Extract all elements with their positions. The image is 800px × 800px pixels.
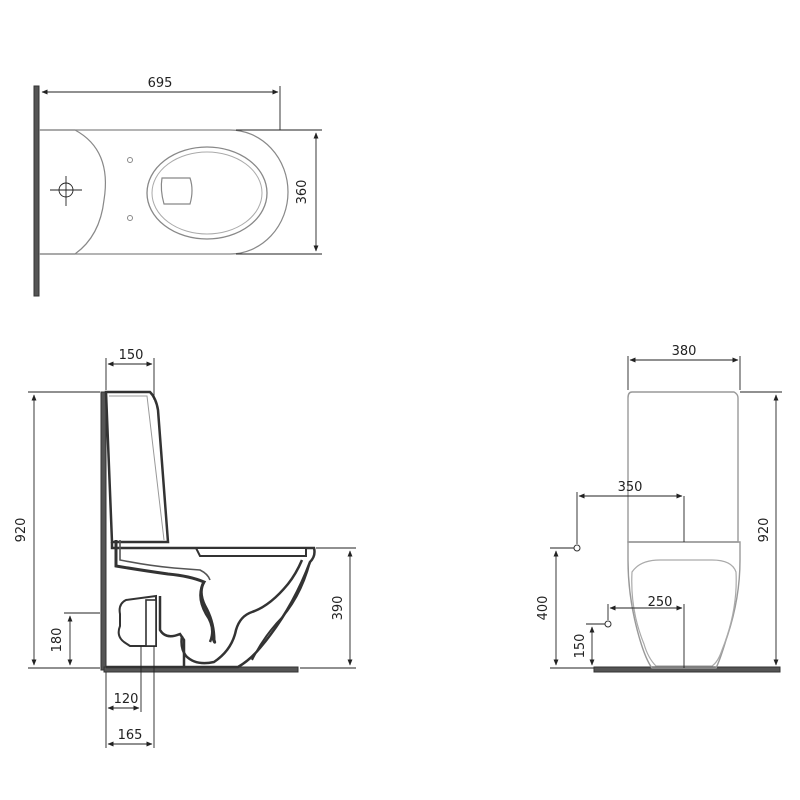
front-floor [593, 666, 781, 673]
side-trap-back [158, 596, 186, 666]
top-view: 695 360 [33, 76, 322, 297]
side-outlet-flange [145, 599, 157, 647]
side-bowl-front [199, 581, 214, 643]
dim-label-side-height: 920 [14, 518, 29, 543]
dim-label-inlet-height: 180 [50, 628, 65, 653]
side-view: 150 920 180 390 120 165 [14, 348, 356, 748]
top-fixing-hole [127, 215, 133, 221]
front-waste-marker [604, 620, 612, 628]
top-inlet-crosshair [50, 176, 82, 206]
front-tank [627, 391, 739, 543]
dim-label-top-length: 695 [148, 76, 173, 91]
dim-label-front-width: 380 [672, 344, 697, 359]
side-channel-inner [119, 540, 211, 581]
dim-label-outlet-165: 165 [118, 728, 143, 743]
front-view: 380 920 350 400 250 150 [536, 344, 782, 673]
side-bowl-shell [106, 542, 316, 669]
dim-label-front-height: 920 [757, 518, 772, 543]
top-bowl-outline [39, 129, 289, 255]
dim-label-outlet-120: 120 [114, 692, 139, 707]
dim-label-rim-height: 390 [331, 596, 346, 621]
dim-label-tank-depth: 150 [119, 348, 144, 363]
front-water-inlet-marker [573, 544, 581, 552]
side-wall [100, 391, 107, 671]
top-fixing-hole [127, 157, 133, 163]
dim-label-waste-250: 250 [648, 595, 673, 610]
dim-label-top-width: 360 [295, 180, 310, 205]
top-tank-outline [39, 129, 106, 255]
side-tank-inner [109, 395, 165, 541]
front-bowl-inner [631, 559, 737, 667]
dim-label-water-350: 350 [618, 480, 643, 495]
top-seat [146, 146, 268, 240]
top-drain [160, 177, 193, 205]
side-bowl-outer-curve [251, 561, 311, 661]
dim-label-inlet-400: 400 [536, 596, 551, 621]
side-bowl-trap [180, 559, 304, 665]
top-wall [33, 85, 40, 297]
side-tank [104, 390, 170, 544]
dim-label-waste-150: 150 [573, 634, 588, 659]
top-seat-inner [151, 151, 263, 235]
side-seat [194, 547, 307, 557]
